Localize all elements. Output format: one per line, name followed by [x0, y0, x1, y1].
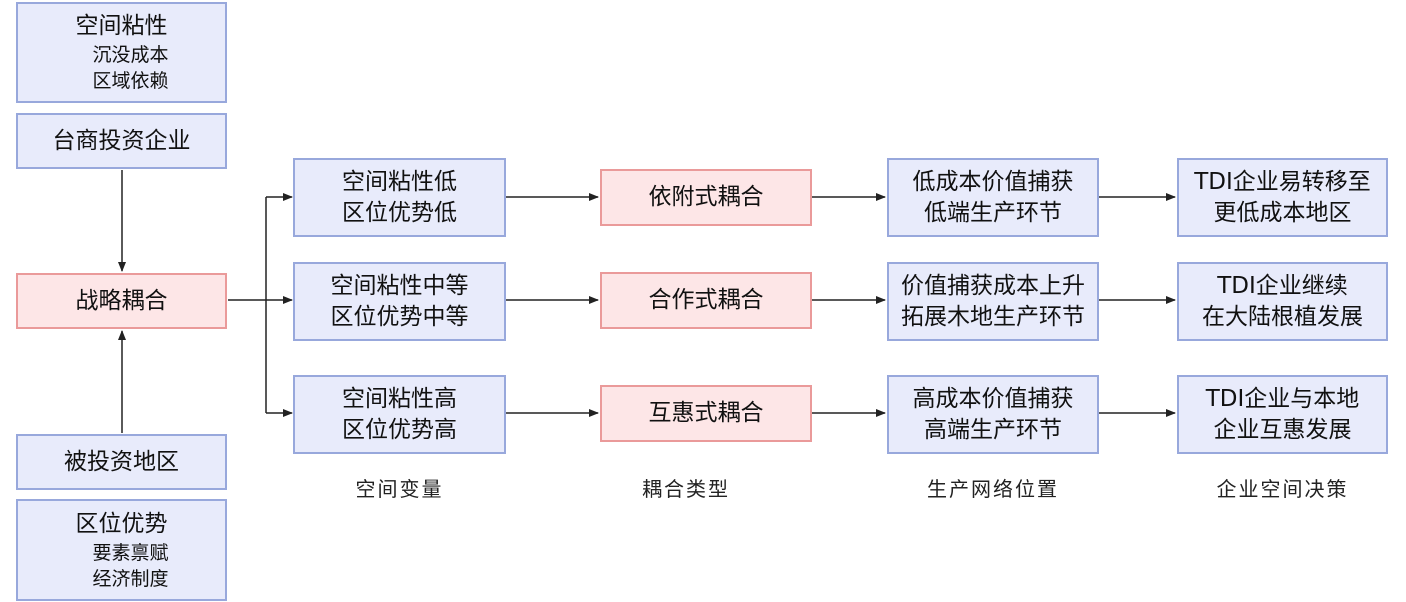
space-variable-line: 空间粘性中等	[330, 272, 469, 299]
space-variable-line: 区位优势低	[342, 199, 457, 226]
spatial-stickiness-item: 区域依赖	[92, 70, 169, 92]
space-variable-line: 空间粘性高	[342, 385, 457, 412]
caption-network-position: 生产网络位置	[927, 477, 1059, 501]
network-position-box-medium: 价值捕获成本上升 拓展木地生产环节	[887, 262, 1099, 341]
coupling-type-label: 互惠式耦合	[648, 400, 764, 426]
decision-line: 更低成本地区	[1213, 199, 1352, 226]
spatial-stickiness-item: 沉没成本	[92, 44, 169, 66]
decision-line: 企业互惠发展	[1213, 416, 1352, 443]
space-variable-box-medium: 空间粘性中等 区位优势中等	[293, 262, 506, 341]
location-advantage-title: 区位优势	[75, 510, 168, 537]
decision-line: TDI企业与本地	[1205, 385, 1360, 412]
spatial-stickiness-title: 空间粘性	[75, 13, 168, 39]
taiwan-firms-box: 台商投资企业	[16, 113, 227, 169]
coupling-type-label: 依附式耦合	[648, 184, 764, 210]
decision-line: TDI企业继续	[1217, 272, 1348, 299]
decision-box-rooted: TDI企业继续 在大陆根植发展	[1177, 262, 1388, 341]
coupling-type-box-mutual: 互惠式耦合	[600, 385, 812, 442]
network-position-line: 拓展木地生产环节	[901, 303, 1085, 330]
coupling-type-label: 合作式耦合	[648, 287, 764, 313]
network-position-line: 高端生产环节	[924, 416, 1062, 443]
location-advantage-item: 经济制度	[92, 567, 169, 590]
network-position-line: 价值捕获成本上升	[901, 272, 1085, 299]
location-advantage-item: 要素禀赋	[92, 541, 169, 564]
spatial-stickiness-box: 空间粘性 沉没成本 区域依赖	[16, 2, 227, 103]
decision-line: TDI企业易转移至	[1194, 168, 1371, 195]
host-region-box: 被投资地区	[16, 434, 227, 490]
space-variable-box-low: 空间粘性低 区位优势低	[293, 158, 506, 237]
location-advantage-box: 区位优势 要素禀赋 经济制度	[16, 499, 227, 601]
space-variable-line: 区位优势高	[342, 416, 457, 443]
strategic-coupling-label: 战略耦合	[75, 287, 168, 314]
network-position-line: 低成本价值捕获	[912, 168, 1074, 195]
caption-space-variable: 空间变量	[355, 477, 444, 501]
taiwan-firms-label: 台商投资企业	[52, 127, 191, 154]
space-variable-line: 空间粘性低	[342, 168, 457, 195]
coupling-type-box-dependent: 依附式耦合	[600, 169, 812, 226]
host-region-label: 被投资地区	[64, 448, 179, 475]
network-position-line: 低端生产环节	[924, 199, 1062, 226]
caption-decision: 企业空间决策	[1216, 477, 1349, 501]
network-position-box-low: 低成本价值捕获 低端生产环节	[887, 158, 1099, 237]
network-position-line: 高成本价值捕获	[912, 385, 1074, 412]
decision-line: 在大陆根植发展	[1202, 303, 1363, 330]
coupling-type-box-cooperative: 合作式耦合	[600, 272, 812, 329]
decision-box-relocate: TDI企业易转移至 更低成本地区	[1177, 158, 1388, 237]
space-variable-line: 区位优势中等	[330, 303, 469, 330]
decision-box-mutual: TDI企业与本地 企业互惠发展	[1177, 375, 1388, 454]
strategic-coupling-box: 战略耦合	[16, 273, 227, 329]
caption-coupling-type: 耦合类型	[642, 477, 730, 501]
space-variable-box-high: 空间粘性高 区位优势高	[293, 375, 506, 454]
network-position-box-high: 高成本价值捕获 高端生产环节	[887, 375, 1099, 454]
